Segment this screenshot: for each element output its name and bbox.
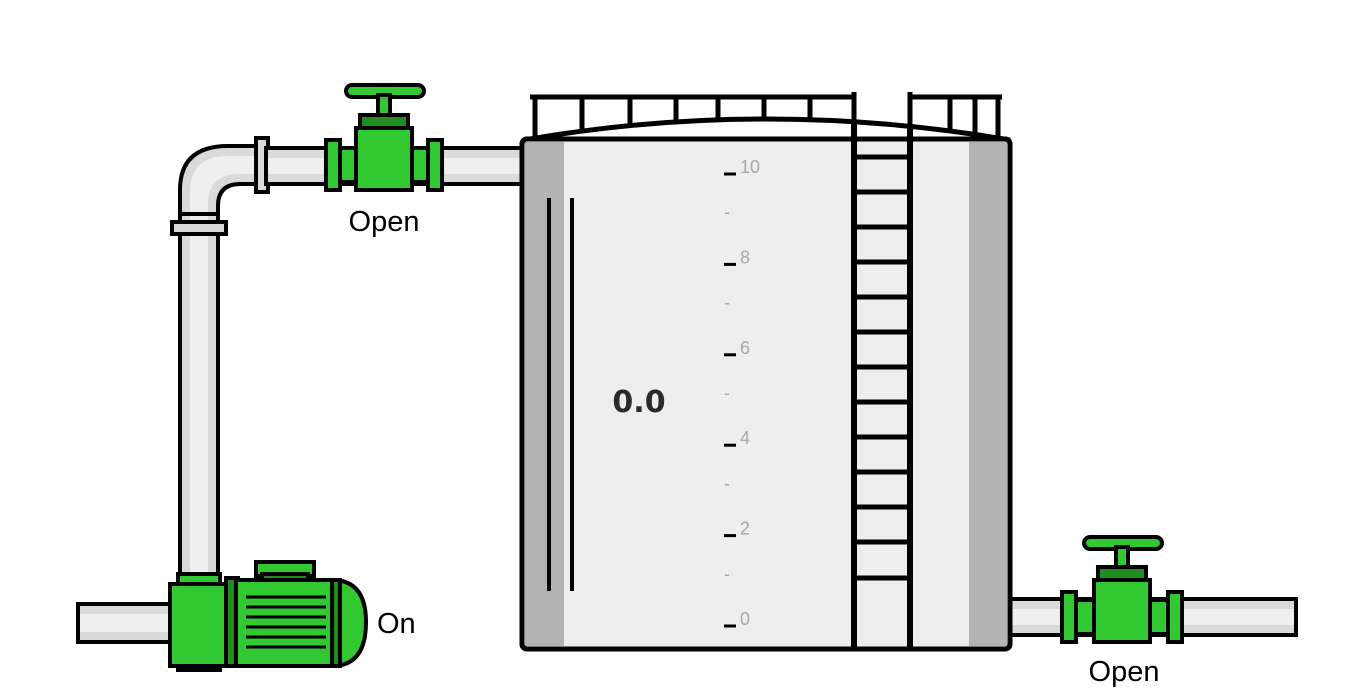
inlet-valve[interactable] bbox=[324, 83, 444, 192]
tank-shade-right bbox=[969, 142, 1007, 646]
tank-railing bbox=[523, 92, 1011, 143]
pump[interactable] bbox=[168, 560, 369, 672]
tank-level-readout: 0.0 bbox=[612, 385, 665, 420]
scale-label: - bbox=[724, 473, 730, 493]
scale-label: - bbox=[724, 564, 730, 584]
pump-status: On bbox=[377, 608, 416, 640]
tank-ladder bbox=[851, 124, 913, 649]
scale-label: - bbox=[724, 383, 730, 403]
outlet-valve-status: Open bbox=[1089, 656, 1160, 688]
scale-label: 2 bbox=[740, 519, 750, 539]
tank: 10 - 8 - 6 - 4 - 2 - 0 0.0 bbox=[519, 92, 1013, 652]
suction-pipe bbox=[76, 602, 180, 644]
scale-label: 4 bbox=[740, 428, 750, 448]
motor-fins-icon bbox=[246, 595, 326, 649]
inlet-valve-status: Open bbox=[349, 206, 420, 238]
tank-body bbox=[519, 136, 1013, 652]
scale-label: 6 bbox=[740, 338, 750, 358]
riser-pipe bbox=[178, 212, 220, 588]
outlet-valve[interactable] bbox=[1060, 535, 1184, 644]
scale-label: 8 bbox=[740, 247, 750, 267]
scale-label: - bbox=[724, 202, 730, 222]
tank-shade-left bbox=[525, 142, 564, 646]
scale-label: 10 bbox=[740, 157, 760, 177]
level-scale: 10 - 8 - 6 - 4 - 2 - 0 bbox=[724, 157, 760, 629]
scale-label: - bbox=[724, 293, 730, 313]
scale-label: 0 bbox=[740, 609, 750, 629]
